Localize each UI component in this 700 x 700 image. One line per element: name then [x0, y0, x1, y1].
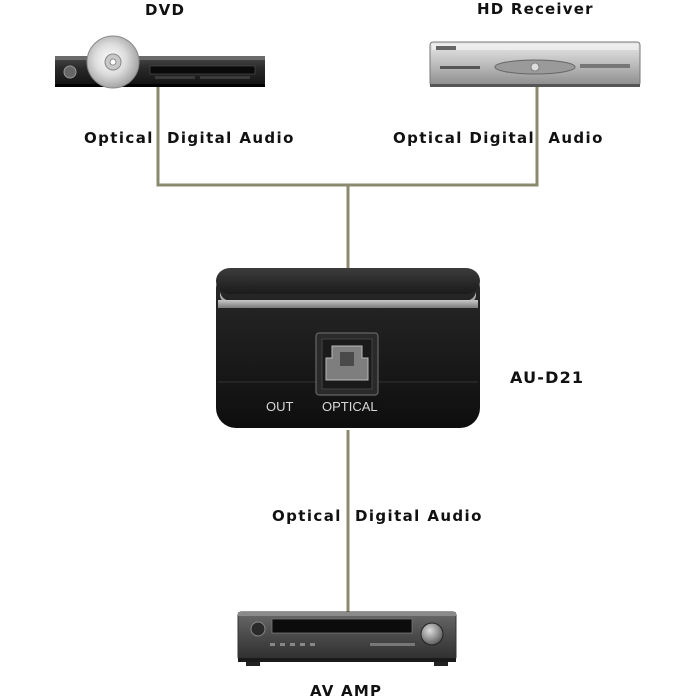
- au-d21-label: AU-D21: [510, 368, 585, 387]
- hd-receiver-label: HD Receiver: [477, 0, 594, 18]
- au-d21-device-image: [216, 268, 480, 428]
- amp-connection-label: Optical Digital Audio: [272, 507, 483, 525]
- dvd-cable: [156, 86, 348, 187]
- av-amp-image: [237, 611, 457, 666]
- receiver-cable: [348, 86, 539, 187]
- optical-port-label: OPTICAL: [322, 399, 378, 414]
- hd-receiver-image: [429, 41, 641, 87]
- dvd-connection-label: Optical Digital Audio: [84, 129, 295, 147]
- dvd-player-image: [55, 35, 265, 89]
- out-port-label: OUT: [266, 399, 294, 414]
- receiver-connection-label: Optical Digital Audio: [393, 129, 604, 147]
- dvd-label: DVD: [145, 1, 186, 19]
- cable-lines: [156, 86, 539, 614]
- av-amp-label: AV AMP: [310, 682, 383, 700]
